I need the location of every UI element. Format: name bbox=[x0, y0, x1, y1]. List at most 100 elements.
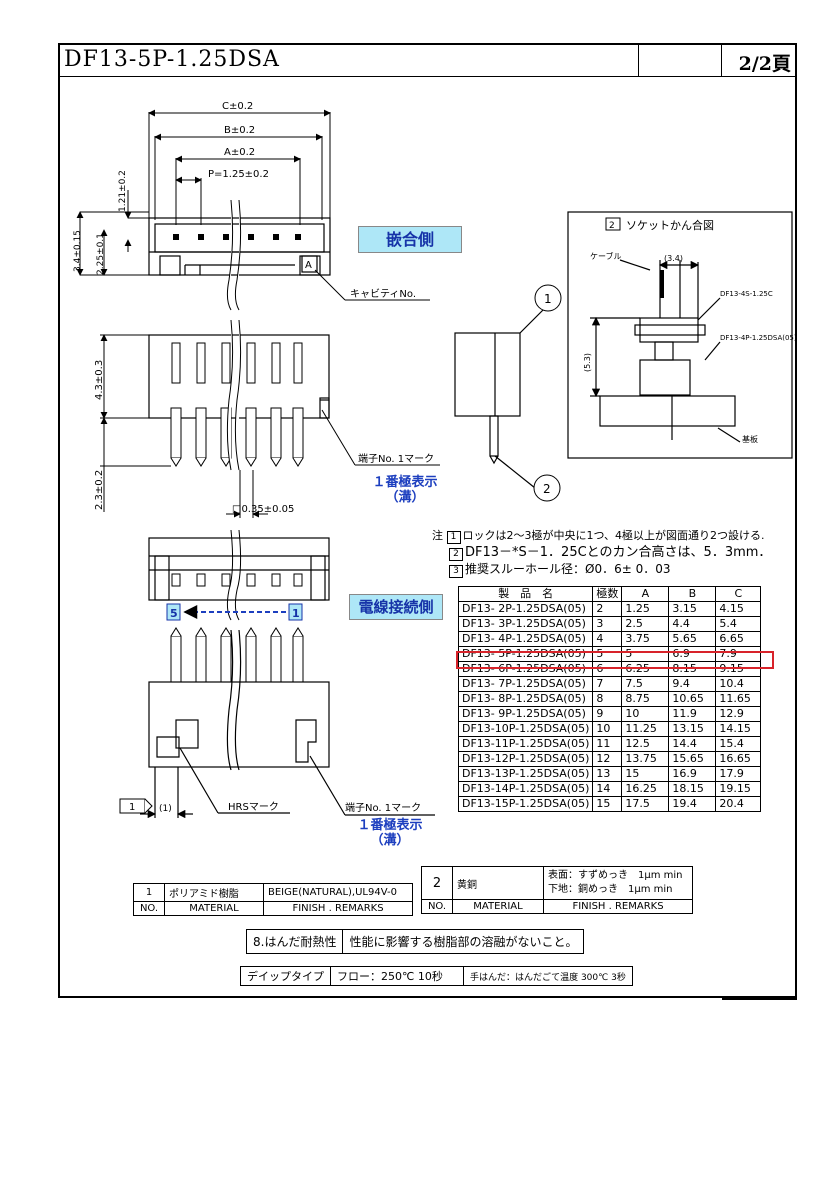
table-cell: 9.15 bbox=[715, 661, 762, 677]
table-cell: 6.65 bbox=[715, 631, 762, 647]
table-cell: 10 bbox=[592, 721, 623, 737]
dim-one: (1) bbox=[159, 804, 172, 814]
table-cell: DF13-11P-1.25DSA(05) bbox=[457, 736, 594, 752]
table-cell: 11.25 bbox=[621, 721, 670, 737]
table-cell: 15 bbox=[621, 766, 670, 782]
heat-key: 8.はんだ耐熱性 bbox=[245, 929, 344, 954]
table-cell: 17.5 bbox=[621, 796, 670, 812]
mat-header-finish: FINISH . REMARKS bbox=[263, 901, 413, 916]
table-cell: 18.15 bbox=[668, 781, 717, 797]
table-cell: 11.65 bbox=[715, 691, 762, 707]
note-3: 推奨スルーホール径：Ø0．6± 0．03 bbox=[465, 562, 671, 576]
socket-cable: ケーブル bbox=[590, 251, 622, 261]
table-cell: 11.9 bbox=[668, 706, 717, 722]
table-cell: 17.9 bbox=[715, 766, 762, 782]
table-cell: 19.15 bbox=[715, 781, 762, 797]
dim-a: A±0.2 bbox=[224, 147, 255, 158]
table-cell: 4.15 bbox=[715, 601, 762, 617]
drawing-frame bbox=[58, 43, 797, 998]
table-cell: 9.4 bbox=[668, 676, 717, 692]
table-cell: DF13- 9P-1.25DSA(05) bbox=[457, 706, 594, 722]
table-cell: 14.15 bbox=[715, 721, 762, 737]
table-cell: 2.5 bbox=[621, 616, 670, 632]
table-cell: 16.25 bbox=[621, 781, 670, 797]
material-table: 1 ポリアミド樹脂 BEIGE(NATURAL),UL94V-0 NO. MAT… bbox=[133, 883, 413, 916]
col-poles: 極数 bbox=[592, 586, 623, 602]
table-cell: 16.65 bbox=[715, 751, 762, 767]
table-cell: 15.65 bbox=[668, 751, 717, 767]
note-1: ロックは2～3極が中央に1つ、4極以上が図面通り2つ設ける. bbox=[462, 529, 765, 542]
table-cell: DF13-13P-1.25DSA(05) bbox=[457, 766, 594, 782]
table-cell: 7 bbox=[592, 676, 623, 692]
first-pin-indicator: １番極表示 （溝） bbox=[360, 475, 450, 505]
notes-prefix: 注 bbox=[432, 529, 443, 542]
callout-1: 1 bbox=[544, 292, 552, 306]
wire-side-label: 電線接続側 bbox=[349, 594, 443, 620]
table-cell: DF13- 5P-1.25DSA(05) bbox=[457, 646, 594, 662]
table-cell: 14 bbox=[592, 781, 623, 797]
table-cell: 5.65 bbox=[668, 631, 717, 647]
first-pin-text: １番極表示 bbox=[372, 475, 438, 490]
table-cell: DF13- 3P-1.25DSA(05) bbox=[457, 616, 594, 632]
groove-text-2: （溝） bbox=[370, 833, 410, 848]
mat-header-no: NO. bbox=[133, 901, 165, 916]
first-pin-indicator-2: １番極表示 （溝） bbox=[345, 818, 435, 848]
flow-cond: フロー：250℃ 10秒 bbox=[330, 966, 464, 986]
callout-2: 2 bbox=[543, 482, 551, 496]
table-cell: 12 bbox=[592, 751, 623, 767]
table-cell: 9 bbox=[592, 706, 623, 722]
table-cell: 3.75 bbox=[621, 631, 670, 647]
table-cell: 15.4 bbox=[715, 736, 762, 752]
socket-board: 基板 bbox=[742, 434, 758, 444]
dip-type: デイップタイプ bbox=[240, 966, 331, 986]
table-cell: 10 bbox=[621, 706, 670, 722]
pin-1-marker: 1 bbox=[292, 607, 300, 620]
dim-c: C±0.2 bbox=[222, 101, 253, 112]
mating-side-label: 嵌合側 bbox=[358, 226, 462, 253]
col-a: A bbox=[621, 586, 670, 602]
cavity-letter: A bbox=[305, 260, 312, 271]
table-cell: 13 bbox=[592, 766, 623, 782]
title-underline bbox=[58, 76, 797, 77]
table-cell: 3 bbox=[592, 616, 623, 632]
table-cell: 13.15 bbox=[668, 721, 717, 737]
mat-header-no-2: NO. bbox=[421, 899, 453, 914]
dim-b: B±0.2 bbox=[224, 125, 255, 136]
note-2: DF13－*S－1．25Cとのカン合高さは、5．3mm． bbox=[465, 545, 772, 560]
col-c: C bbox=[715, 586, 762, 602]
table-cell: 7.5 bbox=[621, 676, 670, 692]
table-cell: 12.5 bbox=[621, 736, 670, 752]
mat-finish-2b: 下地：銅めっき 1μm min bbox=[548, 884, 673, 895]
socket-part1: DF13-4S-1.25C bbox=[720, 290, 773, 298]
mat-header-material: MATERIAL bbox=[164, 901, 264, 916]
terminal-mark-label-2: 端子No. 1マーク bbox=[345, 801, 421, 814]
table-cell: 8 bbox=[592, 691, 623, 707]
table-cell: DF13-12P-1.25DSA(05) bbox=[457, 751, 594, 767]
title-divider bbox=[638, 43, 639, 76]
table-cell: 5.4 bbox=[715, 616, 762, 632]
col-b: B bbox=[668, 586, 717, 602]
dim-121: 1.21±0.2 bbox=[118, 170, 128, 212]
note-mark-2: 2 bbox=[449, 548, 463, 561]
hrs-mark-label: HRSマーク bbox=[228, 801, 279, 813]
table-cell: 2 bbox=[592, 601, 623, 617]
table-cell: 7.9 bbox=[715, 646, 762, 662]
mat-no-2: 2 bbox=[421, 866, 453, 900]
first-pin-text-2: １番極表示 bbox=[357, 818, 423, 833]
table-header-row: 製 品 名 極数 A B C bbox=[457, 586, 762, 602]
table-cell: 10.4 bbox=[715, 676, 762, 692]
table-cell: 1.25 bbox=[621, 601, 670, 617]
